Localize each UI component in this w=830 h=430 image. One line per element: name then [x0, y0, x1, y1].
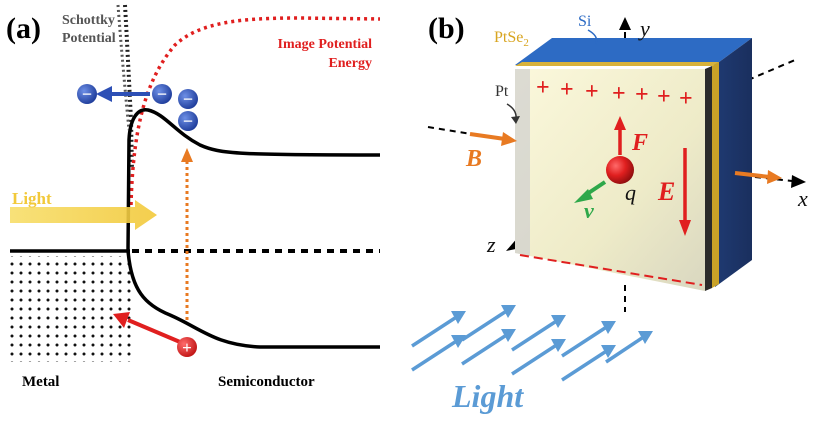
- positive-charges: + + + + + + +: [536, 75, 693, 112]
- plus-7: +: [679, 86, 693, 112]
- svg-text:−: −: [82, 84, 92, 104]
- ptse2-layer-top: [515, 62, 719, 66]
- electron-3: −: [178, 89, 198, 109]
- slab-top-face: [515, 38, 752, 65]
- b-field-arrow-out-head: [767, 170, 782, 184]
- force-label: F: [631, 130, 648, 156]
- z-axis-label: z: [486, 232, 496, 257]
- light-ray: [561, 345, 616, 382]
- negative-charges: [519, 254, 703, 286]
- incident-light: [411, 305, 653, 382]
- image-potential-curve: [129, 16, 381, 206]
- slab-side-face: [715, 38, 752, 287]
- schottky-label-1: Schottky: [62, 13, 115, 28]
- si-label: Si: [578, 13, 592, 30]
- x-axis-back: [747, 59, 796, 81]
- efield-arrowhead: [679, 220, 691, 236]
- light-ray: [461, 305, 516, 342]
- ptse2-label: PtSe2: [494, 29, 529, 49]
- image-potential-label-2: Energy: [328, 56, 372, 71]
- light-arrow: [10, 200, 157, 230]
- b-field-arrow-out: [734, 171, 771, 179]
- light-ray: [411, 311, 466, 348]
- excitation-arrowhead: [181, 148, 193, 162]
- b-field-arrow: [469, 132, 506, 141]
- light-ray: [511, 315, 566, 352]
- plus-4: +: [612, 81, 626, 107]
- velocity-arrowhead: [574, 189, 593, 203]
- schottky-potential-curve-2: [116, 4, 131, 131]
- panel-a-label: (a): [6, 12, 41, 45]
- ptse2-layer-side: [712, 62, 719, 288]
- image-potential-label-1: Image Potential: [278, 37, 373, 52]
- y-axis-label: y: [638, 16, 650, 41]
- light-ray: [511, 339, 566, 376]
- light-label-a: Light: [12, 189, 52, 208]
- svg-text:+: +: [182, 338, 192, 357]
- velocity-label: v: [584, 198, 594, 223]
- hole-arrowhead: [113, 312, 130, 328]
- conduction-band: [126, 108, 381, 251]
- light-ray: [605, 331, 653, 364]
- x-axis-label: x: [797, 186, 808, 211]
- semiconductor-label: Semiconductor: [218, 374, 315, 390]
- force-arrowhead: [614, 116, 626, 130]
- slab-front-face: [515, 69, 705, 291]
- plus-5: +: [635, 82, 649, 108]
- si-pointer: [587, 29, 598, 45]
- panel-b: (b) Si PtSe2 Pt: [411, 12, 808, 414]
- b-field-arrowhead: [501, 132, 517, 146]
- hole: +: [177, 337, 197, 357]
- pt-label: Pt: [495, 83, 509, 100]
- plus-2: +: [560, 77, 574, 103]
- panel-a: (a) Light −: [6, 4, 381, 390]
- slab-front-left-edge: [515, 69, 530, 256]
- svg-text:−: −: [157, 84, 167, 104]
- x-axis-arrowhead: [791, 175, 806, 188]
- emission-arrowhead: [96, 86, 112, 102]
- metal-label: Metal: [22, 374, 59, 390]
- hole-arrow: [127, 318, 181, 344]
- light-label-b: Light: [451, 378, 524, 414]
- light-ray: [561, 321, 616, 358]
- panel-b-label: (b): [428, 12, 465, 45]
- electron-2: −: [152, 84, 172, 104]
- svg-text:−: −: [183, 89, 193, 109]
- valence-band: [126, 249, 380, 349]
- charge-label: q: [625, 180, 636, 205]
- metal-dots: [8, 256, 132, 362]
- svg-text:−: −: [183, 111, 193, 131]
- plus-1: +: [536, 75, 550, 101]
- b-field-label: B: [465, 146, 482, 172]
- y-axis-arrowhead: [619, 17, 631, 30]
- electron-4: −: [178, 111, 198, 131]
- light-ray: [461, 329, 516, 366]
- electron-1: −: [77, 84, 97, 104]
- schottky-label-2: Potential: [62, 31, 116, 46]
- efield-label: E: [657, 177, 675, 206]
- schottky-potential-curve: [123, 4, 134, 171]
- plus-3: +: [585, 79, 599, 105]
- plus-6: +: [657, 84, 671, 110]
- charge-particle: [606, 156, 634, 184]
- pt-layer-edge: [705, 66, 712, 291]
